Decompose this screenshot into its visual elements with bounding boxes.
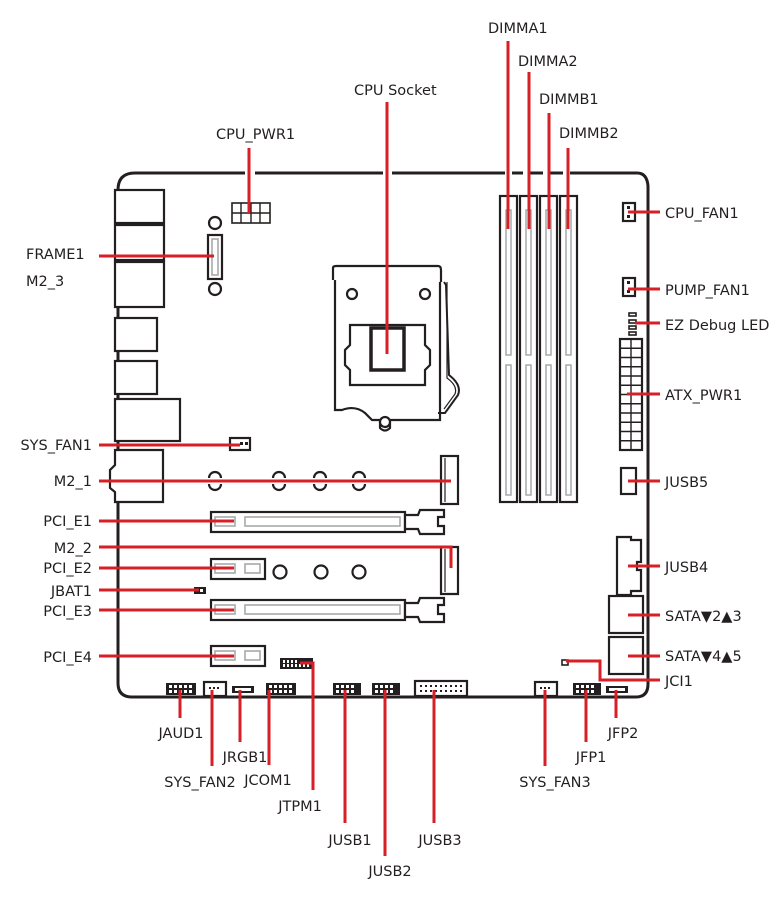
label-jusb3: JUSB3: [417, 833, 461, 849]
sys-fan3-header: [533, 680, 559, 698]
label-dimma1: DIMMA1: [488, 21, 548, 37]
label-cpu-fan1: CPU_FAN1: [665, 206, 739, 222]
rear-io-panel: [108, 188, 182, 504]
cpu-pwr1-connector: [231, 202, 271, 224]
label-cpu-pwr1: CPU_PWR1: [216, 127, 295, 143]
label-jbat1: JBAT1: [50, 584, 92, 600]
leader-jci1: [566, 659, 660, 682]
jtpm1-header: [280, 658, 313, 669]
bottom-headers: [166, 679, 628, 698]
label-atx-pwr1: ATX_PWR1: [665, 388, 742, 404]
label-dimma2: DIMMA2: [518, 54, 578, 70]
jrgb1-header: [232, 686, 254, 693]
m2-2-slot: [272, 545, 460, 596]
m2-3-slot: [206, 215, 224, 297]
ez-debug-led: [628, 312, 637, 336]
leader-jtpm1: [300, 661, 315, 790]
label-jusb5: JUSB5: [664, 475, 708, 491]
jfp2-header: [606, 686, 628, 693]
dimmb2-slot: [558, 194, 579, 504]
sys-fan2-header: [202, 680, 228, 698]
jusb3-header: [413, 679, 469, 698]
label-sys-fan1: SYS_FAN1: [20, 438, 92, 454]
label-jusb2: JUSB2: [367, 864, 411, 880]
label-pci-e2: PCI_E2: [43, 561, 92, 577]
sata-4-5-port: [607, 635, 645, 676]
dimm-slots: [498, 194, 579, 504]
label-m2-1: M2_1: [54, 474, 92, 490]
label-m2-2: M2_2: [54, 541, 92, 557]
dimma2-slot: [518, 194, 539, 504]
label-jrgb1: JRGB1: [222, 750, 268, 766]
label-jusb1: JUSB1: [327, 833, 371, 849]
label-jtpm1: JTPM1: [277, 799, 322, 815]
label-cpu-socket: CPU Socket: [354, 83, 437, 99]
label-pump-fan1: PUMP_FAN1: [665, 283, 750, 299]
label-dimmb2: DIMMB2: [559, 126, 619, 142]
label-pci-e3: PCI_E3: [43, 604, 92, 620]
jaud1-header: [166, 683, 196, 695]
label-ez-debug-led: EZ Debug LED: [665, 318, 769, 334]
dimma1-slot: [498, 194, 519, 504]
label-m2-3: M2_3: [26, 274, 64, 290]
label-sys-fan2: SYS_FAN2: [164, 775, 236, 791]
label-pci-e4: PCI_E4: [43, 650, 92, 666]
label-jusb4: JUSB4: [664, 560, 708, 576]
label-jci1: JCI1: [664, 674, 693, 690]
board-outline: [116, 171, 650, 699]
cpu-socket: [331, 264, 460, 432]
leader-m2-2: [99, 545, 453, 568]
pci-e3-slot: [209, 596, 446, 624]
label-jfp2: JFP2: [607, 726, 639, 742]
label-sata45: SATA▼4▲5: [665, 649, 742, 665]
pump-fan1-header: [621, 276, 637, 298]
leader-lines: [99, 41, 660, 856]
label-jfp1: JFP1: [575, 750, 607, 766]
dimmb1-slot: [538, 194, 559, 504]
jusb1-header: [333, 683, 361, 695]
label-dimmb1: DIMMB1: [539, 92, 599, 108]
jbat1-header: [194, 587, 206, 594]
label-pci-e1: PCI_E1: [43, 514, 92, 530]
label-sata23: SATA▼2▲3: [665, 609, 742, 625]
label-jcom1: JCOM1: [243, 773, 292, 789]
jfp1-header: [573, 683, 601, 695]
label-frame1: FRAME1: [26, 247, 85, 263]
label-sys-fan3: SYS_FAN3: [519, 775, 591, 791]
pci-e1-slot: [209, 508, 446, 536]
label-jaud1: JAUD1: [158, 726, 204, 742]
